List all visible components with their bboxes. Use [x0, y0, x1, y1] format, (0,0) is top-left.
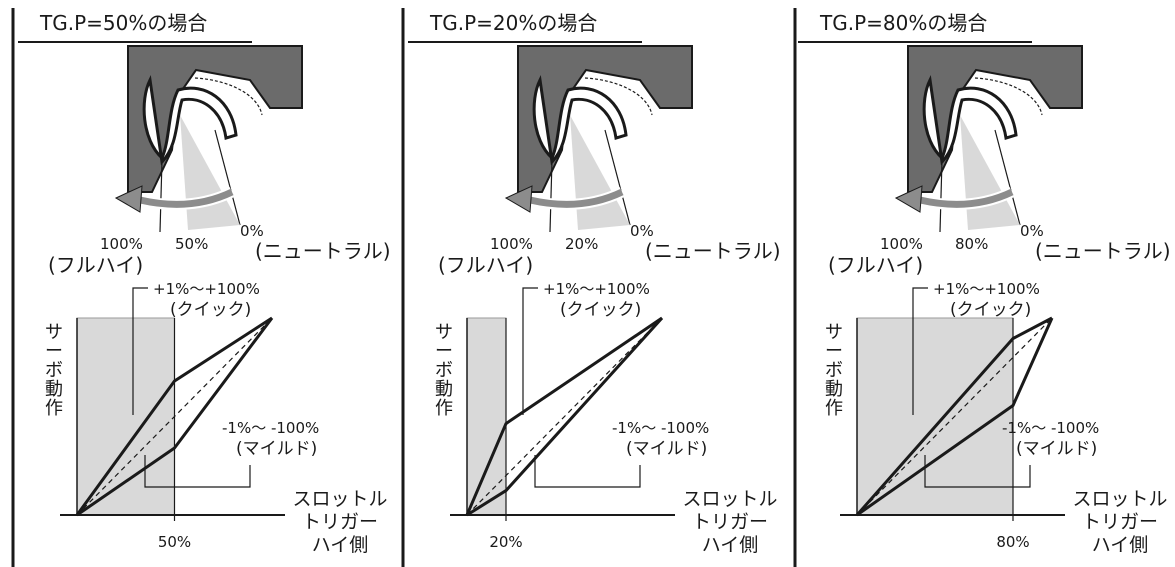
y-axis-label-char: 作 [45, 398, 63, 419]
response-graph [60, 287, 285, 521]
quick-name-label: (クイック) [950, 300, 1031, 320]
dial-neutral-name: (ニュートラル) [645, 239, 781, 263]
mild-range-label: -1%〜 -100% [1002, 419, 1099, 437]
transmitter-housing [127, 45, 303, 193]
full-high-line [159, 159, 163, 233]
tgp-shaded-region [466, 317, 507, 516]
y-axis-label-char: ー [825, 341, 843, 362]
arrow-head [894, 185, 923, 213]
x-axis-label-line: ハイ側 [312, 534, 369, 556]
mild-name-label: (マイルド) [1016, 439, 1097, 459]
neutral-line [994, 129, 1021, 226]
neutral-line [604, 129, 631, 226]
y-axis-label-char: サ [825, 322, 843, 343]
arrow-head [114, 185, 143, 213]
x-axis-label-line: トリガー [1082, 511, 1158, 533]
quick-range-label: +1%〜+100% [153, 280, 260, 298]
trigger-ghost [194, 77, 263, 116]
quick-leader [912, 287, 928, 415]
x-tick-label: 50% [158, 533, 191, 551]
x-tick-label: 80% [996, 533, 1029, 551]
y-axis-label-char: 動 [825, 379, 843, 400]
quick-name-label: (クイック) [170, 300, 251, 320]
x-axis-label-line: スロットル [292, 488, 387, 510]
x-axis-label-line: スロットル [1072, 488, 1167, 510]
mild-leader [144, 455, 251, 488]
mild-name-label: (マイルド) [236, 439, 317, 459]
quick-range-label: +1%〜+100% [543, 280, 650, 298]
x-axis-label-line: トリガー [692, 511, 768, 533]
tgp-shaded-region [856, 317, 1014, 516]
mild-range-label: -1%〜 -100% [222, 419, 319, 437]
x-axis-label-line: ハイ側 [1092, 534, 1149, 556]
dial-neutral: 0% [240, 222, 264, 240]
panel-80: TG.P=80%の場合 100%(フルハイ) 80% 0%(ニュートラル) +1%〜+1… [793, 8, 1171, 567]
motion-arrow [139, 188, 234, 208]
dial-neutral-name: (ニュートラル) [1035, 239, 1171, 263]
transmitter-housing [517, 45, 693, 193]
trigger-lever [922, 75, 1018, 166]
quick-range-label: +1%〜+100% [933, 280, 1040, 298]
panel-20: TG.P=20%の場合 100%(フルハイ) 20% 0%(ニュートラル) +1%〜+1… [401, 8, 781, 567]
x-axis-label-line: ハイ側 [702, 534, 759, 556]
trigger-illustration [114, 45, 303, 233]
y-axis-label-char: 動 [435, 379, 453, 400]
dial-full-high-name: (フルハイ) [828, 253, 923, 277]
y-axis-label-char: 作 [825, 398, 843, 419]
x-tick-label: 20% [489, 533, 522, 551]
trigger-illustration [894, 45, 1083, 233]
neutral-line [214, 129, 241, 226]
dial-neutral: 0% [630, 222, 654, 240]
response-graph [450, 287, 675, 521]
tgp-shaded-region [76, 317, 175, 516]
full-high-line [549, 159, 553, 233]
dial-position: 20% [565, 235, 598, 253]
y-axis-label-char: ー [435, 341, 453, 362]
dial-full-high: 100% [880, 235, 923, 253]
trigger-illustration [504, 45, 693, 233]
panel-50: TG.P=50%の場合 100%(フルハイ) 50% 0%(ニュートラル) +1%〜+1… [11, 8, 391, 567]
trigger-ghost [974, 77, 1043, 116]
x-axis-label-line: スロットル [682, 488, 777, 510]
panel-title: TG.P=80%の場合 [819, 11, 987, 35]
trigger-ghost [584, 77, 653, 116]
panel-title: TG.P=20%の場合 [429, 11, 597, 35]
linear-reference-line [466, 317, 663, 516]
quick-name-label: (クイック) [560, 300, 641, 320]
quick-leader [522, 287, 538, 415]
y-axis-label-char: 動 [45, 379, 63, 400]
y-axis-label-char: ボ [45, 360, 63, 381]
quick-leader [132, 287, 148, 415]
mild-leader [534, 455, 641, 488]
dial-full-high: 100% [490, 235, 533, 253]
mild-name-label: (マイルド) [626, 439, 707, 459]
x-axis-label-line: トリガー [302, 511, 378, 533]
linear-reference-line [856, 317, 1053, 516]
motion-arrow [529, 188, 624, 208]
dial-position: 50% [175, 235, 208, 253]
dial-full-high: 100% [100, 235, 143, 253]
trigger-lever [532, 75, 628, 166]
dial-full-high-name: (フルハイ) [48, 253, 143, 277]
y-axis-label-char: サ [45, 322, 63, 343]
dial-neutral: 0% [1020, 222, 1044, 240]
response-graph [840, 287, 1065, 521]
mild-leader [924, 455, 1031, 488]
y-axis-label-char: ボ [435, 360, 453, 381]
panel-title: TG.P=50%の場合 [39, 11, 207, 35]
motion-arrow [919, 188, 1014, 208]
dial-full-high-name: (フルハイ) [438, 253, 533, 277]
trigger-lever [142, 75, 238, 166]
full-high-line [939, 159, 943, 233]
dial-neutral-name: (ニュートラル) [255, 239, 391, 263]
mild-range-label: -1%〜 -100% [612, 419, 709, 437]
transmitter-housing [907, 45, 1083, 193]
arrow-head [504, 185, 533, 213]
y-axis-label-char: ボ [825, 360, 843, 381]
dial-position: 80% [955, 235, 988, 253]
y-axis-label-char: ー [45, 341, 63, 362]
y-axis-label-char: 作 [435, 398, 453, 419]
y-axis-label-char: サ [435, 322, 453, 343]
